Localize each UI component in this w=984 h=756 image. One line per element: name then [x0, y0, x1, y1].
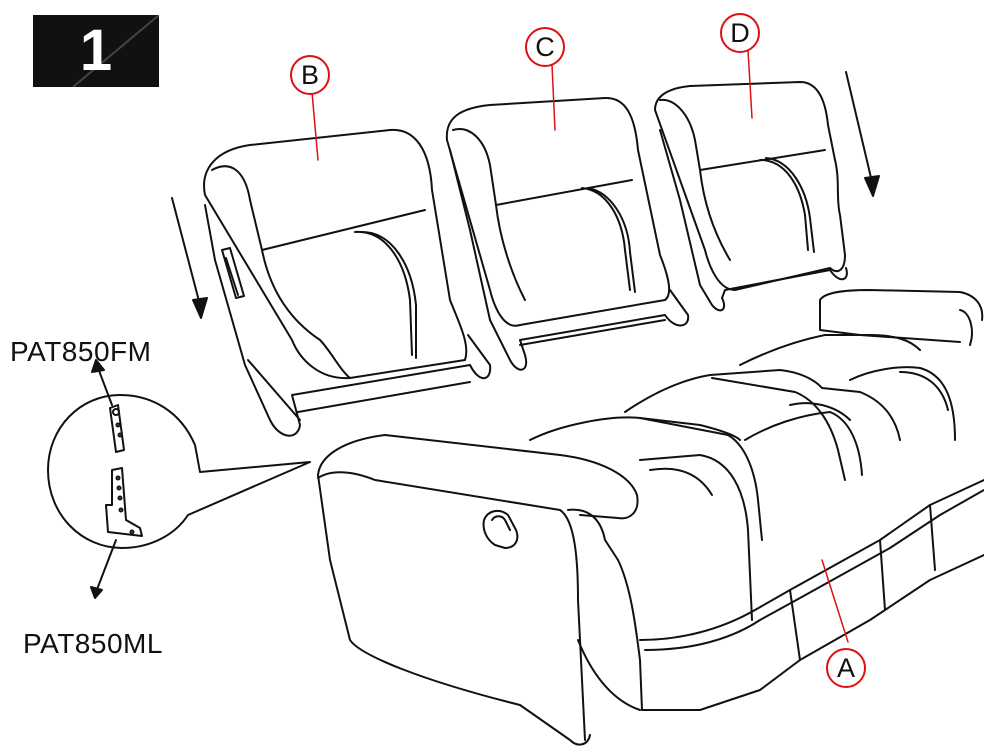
- backrest-b: [203, 128, 492, 437]
- callout-a: A: [826, 648, 866, 688]
- direction-arrows: [90, 71, 880, 599]
- backrest-d: [654, 81, 848, 312]
- hardware-label-lower: PAT850ML: [23, 628, 163, 659]
- callout-b: B: [290, 55, 330, 95]
- step-badge-stripe: [72, 15, 159, 87]
- hardware-label-upper: PAT850FM: [10, 336, 152, 367]
- callout-c: C: [525, 27, 565, 67]
- backrest-c: [445, 96, 690, 371]
- hardware-detail: [47, 394, 311, 549]
- step-number: 1: [79, 18, 113, 83]
- callout-leaders: [311, 49, 849, 643]
- callout-d: D: [720, 13, 760, 53]
- step-badge: 1: [33, 15, 159, 87]
- sofa-base-a: [317, 289, 984, 746]
